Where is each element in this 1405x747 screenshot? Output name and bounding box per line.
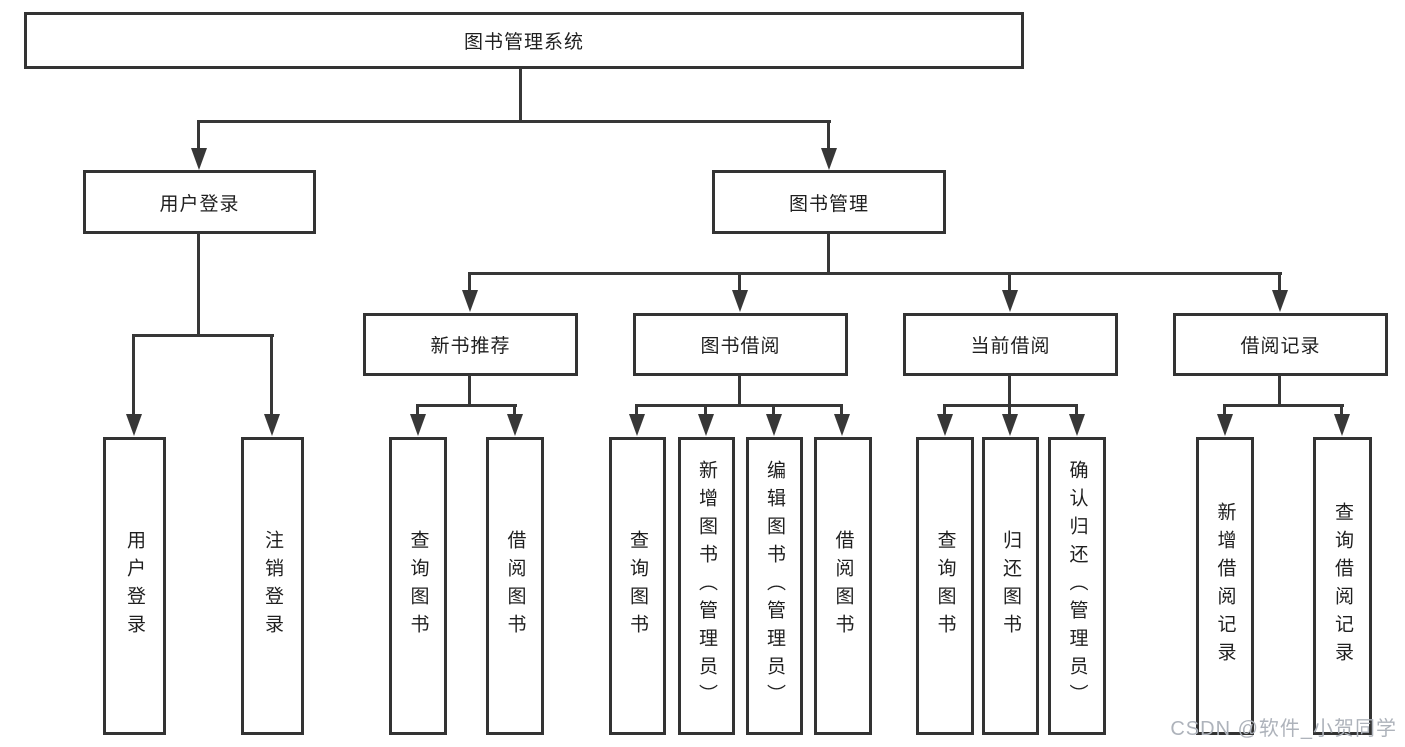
leaf-query-books-recommend: 查询图书 [389,437,447,735]
connector-to-new-book [468,272,471,292]
connector-g5-leaf2 [1340,404,1343,416]
connector-to-leaf-logout [270,334,273,414]
node-book-management-label: 图书管理 [788,193,869,215]
connector-to-current-borrow [1008,272,1011,292]
arrowhead-leaf-logout [264,414,280,436]
leaf-borrow-books-recommend: 借阅图书 [486,437,544,735]
leaf-add-borrow-record: 新增借阅记录 [1196,437,1254,735]
connector-to-book-borrow [738,272,741,292]
leaf-user-login: 用户登录 [103,437,166,735]
arrowhead-g4-leaf1 [937,414,953,436]
connector-new-book-hbar [417,404,517,407]
arrowhead-g2-leaf2 [507,414,523,436]
leaf-add-book-admin-label: 新增图书（管理员） [696,460,717,712]
leaf-confirm-return-admin-label: 确认归还（管理员） [1066,460,1088,712]
connector-user-login-hbar [133,334,274,337]
connector-g3-leaf2 [704,404,707,416]
node-current-borrow-label: 当前借阅 [970,336,1051,357]
node-book-management: 图书管理 [712,170,946,234]
leaf-add-book-admin: 新增图书（管理员） [678,437,735,735]
connector-g4-leaf3 [1075,404,1078,416]
connector-g3-leaf4 [840,404,843,416]
leaf-query-books-current-label: 查询图书 [934,530,956,642]
connector-g4-leaf2 [1008,404,1011,416]
arrowhead-user-login [191,148,207,170]
arrowhead-g3-leaf2 [698,414,714,436]
arrowhead-g4-leaf2 [1002,414,1018,436]
arrowhead-g4-leaf3 [1069,414,1085,436]
arrowhead-g5-leaf1 [1217,414,1233,436]
connector-to-borrow-records [1278,272,1281,292]
connector-new-book-stem [468,375,471,406]
node-library-system-label: 图书管理系统 [463,32,584,53]
node-current-borrow: 当前借阅 [903,313,1118,376]
connector-to-leaf-user-login [132,334,135,414]
leaf-user-login-label: 用户登录 [124,530,145,642]
leaf-add-borrow-record-label: 新增借阅记录 [1214,502,1236,670]
arrowhead-borrow-records [1272,290,1288,312]
node-new-book-recommend-label: 新书推荐 [430,336,511,357]
leaf-query-borrow-record-label: 查询借阅记录 [1332,502,1353,670]
connector-g2-leaf1 [416,404,419,416]
leaf-edit-book-admin: 编辑图书（管理员） [746,437,803,735]
leaf-return-books-label: 归还图书 [1000,530,1021,642]
leaf-query-books-recommend-label: 查询图书 [407,530,429,642]
connector-to-book-management [827,120,830,150]
node-library-system: 图书管理系统 [24,12,1024,69]
node-borrow-records-label: 借阅记录 [1240,336,1321,357]
node-book-borrow-label: 图书借阅 [700,336,781,357]
leaf-logout: 注销登录 [241,437,304,735]
connector-book-borrow-hbar [636,404,843,407]
arrowhead-book-management [821,148,837,170]
connector-book-mgmt-stem [827,233,830,274]
arrowhead-g3-leaf4 [834,414,850,436]
arrowhead-current-borrow [1002,290,1018,312]
connector-g3-leaf3 [772,404,775,416]
connector-g2-leaf2 [513,404,516,416]
leaf-logout-label: 注销登录 [262,530,283,642]
arrowhead-g3-leaf1 [629,414,645,436]
node-new-book-recommend: 新书推荐 [363,313,578,376]
connector-g4-leaf1 [943,404,946,416]
leaf-edit-book-admin-label: 编辑图书（管理员） [764,460,785,712]
connector-borrow-records-hbar [1224,404,1344,407]
leaf-borrow-books-recommend-label: 借阅图书 [504,530,526,642]
connector-book-borrow-stem [738,375,741,406]
connector-current-borrow-hbar [944,404,1078,407]
arrowhead-new-book [462,290,478,312]
leaf-query-borrow-record: 查询借阅记录 [1313,437,1372,735]
leaf-query-books-borrow-label: 查询图书 [627,530,648,642]
leaf-query-books-borrow: 查询图书 [609,437,666,735]
arrowhead-g5-leaf2 [1334,414,1350,436]
node-book-borrow: 图书借阅 [633,313,848,376]
leaf-borrow-books: 借阅图书 [814,437,872,735]
arrowhead-leaf-user-login [126,414,142,436]
leaf-return-books: 归还图书 [982,437,1039,735]
arrowhead-book-borrow [732,290,748,312]
connector-book-mgmt-hbar [469,272,1282,275]
leaf-confirm-return-admin: 确认归还（管理员） [1048,437,1106,735]
connector-root-stem [519,68,522,122]
connector-user-login-stem [197,233,200,336]
connector-g3-leaf1 [635,404,638,416]
leaf-borrow-books-label: 借阅图书 [832,530,854,642]
node-borrow-records: 借阅记录 [1173,313,1388,376]
connector-current-borrow-stem [1008,375,1011,406]
connector-borrow-records-stem [1278,375,1281,406]
leaf-query-books-current: 查询图书 [916,437,974,735]
connector-g5-leaf1 [1223,404,1226,416]
node-user-login-label: 用户登录 [159,193,240,215]
arrowhead-g3-leaf3 [766,414,782,436]
node-user-login: 用户登录 [83,170,316,234]
watermark: CSDN @软件_小贺同学 [1170,718,1397,740]
connector-to-user-login [197,120,200,150]
arrowhead-g2-leaf1 [410,414,426,436]
connector-root-hbar [198,120,831,123]
